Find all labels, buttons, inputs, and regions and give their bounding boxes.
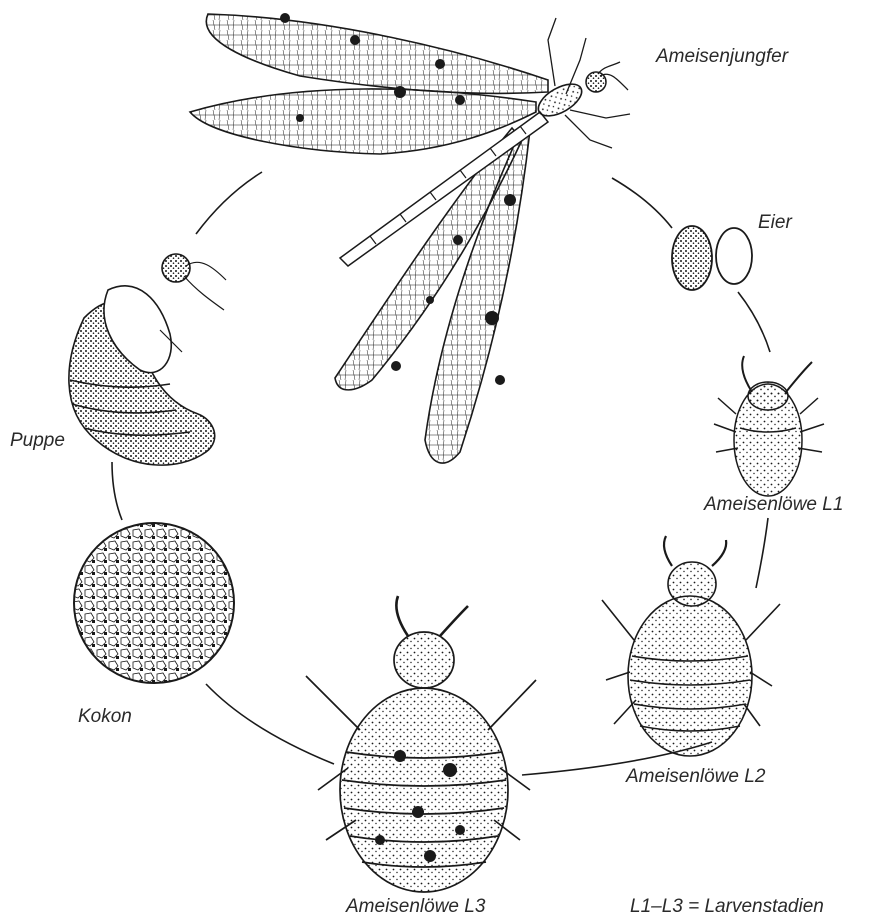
eggs-illustration [672,226,752,290]
arc-pupa-to-adult [196,172,262,234]
adult-antlion-illustration [190,13,630,463]
label-larva-l3: Ameisenlöwe L3 [345,896,486,917]
pupa-illustration [69,254,226,465]
egg-speckled [672,226,712,290]
label-cocoon: Kokon [78,706,132,727]
label-adult: Ameisenjungfer [655,46,789,67]
larva-l2-illustration [602,536,780,756]
adult-forewing-upper [206,14,548,93]
label-larva-l1: Ameisenlöwe L1 [703,494,843,515]
arc-adult-to-eggs [612,178,672,228]
arc-eggs-to-l1 [738,292,770,352]
larva-l1-illustration [714,356,824,496]
egg-plain [716,228,752,284]
larva-l3-illustration [306,596,536,892]
label-pupa: Puppe [10,430,65,451]
label-eggs: Eier [758,212,792,233]
label-larva-l2: Ameisenlöwe L2 [625,766,766,787]
arc-cocoon-to-pupa [112,462,122,520]
cocoon-illustration [74,523,234,683]
arc-l3-to-cocoon [206,684,334,764]
legend-larval-stages: L1–L3 = Larvenstadien [630,896,824,917]
arc-l1-to-l2 [756,518,768,588]
adult-forewing-lower [190,89,536,154]
